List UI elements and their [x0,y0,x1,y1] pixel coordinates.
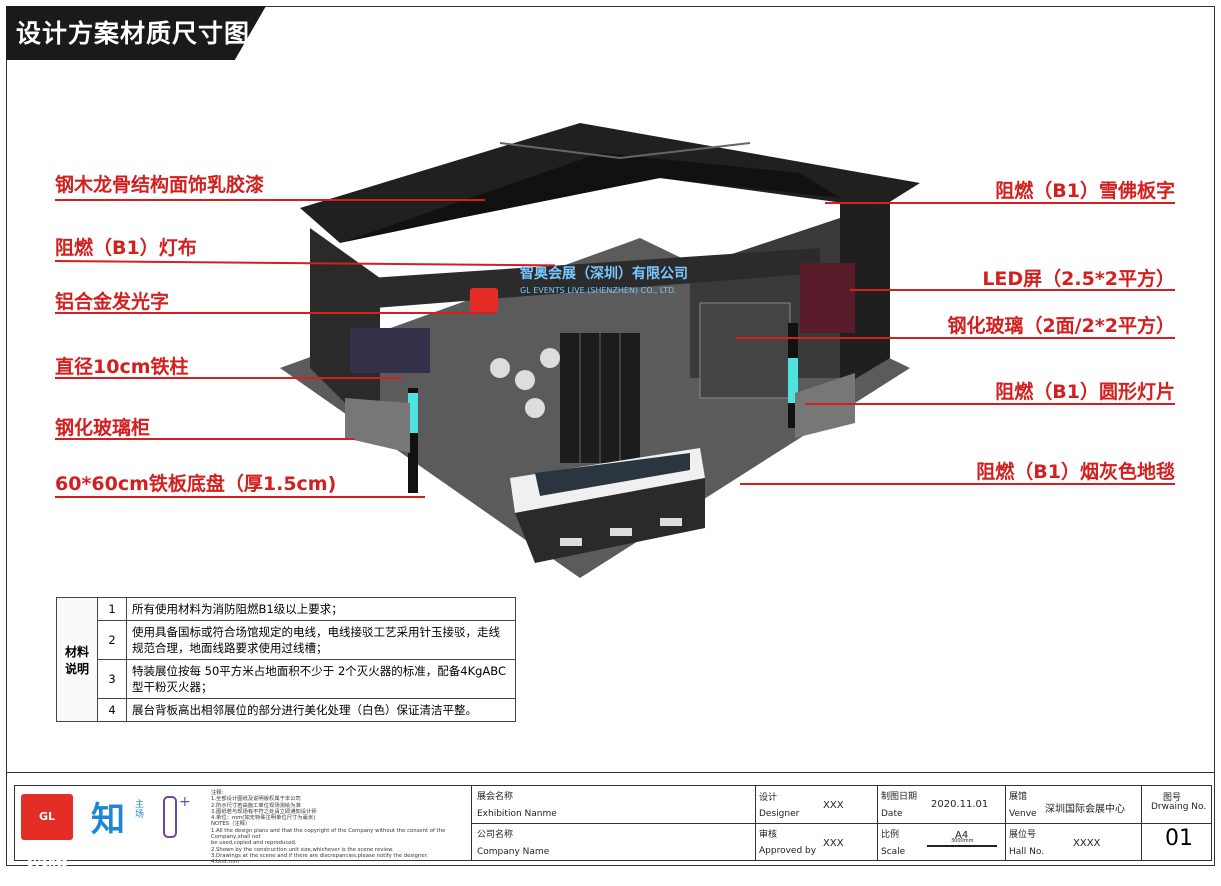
label-light-cloth: 阻燃（B1）灯布 [55,237,197,259]
designer-label: 设计 [759,793,778,803]
sign-english: GL EVENTS LIVE (SHENZHEN) CO., LTD. [520,286,677,295]
leader-line [55,377,403,379]
leader-line [740,483,1175,485]
label-round-light: 阻燃（B1）圆形灯片 [995,381,1175,403]
exhibition-name-label: 展会名称 [477,792,514,802]
zhi-logo: 知 [91,800,125,840]
drawing-frame [6,6,1215,866]
page-title: 设计方案材质尺寸图 [16,19,251,48]
company-name-label-en: Company Name [477,847,550,857]
gl-logo-sign [470,288,498,312]
coil-icon [163,796,177,838]
designer-label-en: Designer [759,809,800,819]
column-light-left [408,393,418,433]
note-number: 3 [97,659,127,699]
note-text: 展台背板高出相邻展位的部分进行美化处理（白色）保证清洁平整。 [126,698,516,722]
designer-value: XXX [823,800,844,811]
title-tab [6,6,266,60]
hall-label: 展位号 [1009,830,1037,840]
column-left [408,388,418,493]
note-number: 4 [97,698,127,722]
date-label: 制图日期 [881,792,918,802]
label-base-plate: 60*60cm铁板底盘（厚1.5cm) [55,473,337,495]
scale-value: A4 [955,830,969,841]
note-text: 使用具备国标或符合场馆规定的电线，电线接驳工艺采用针玉接驳，走线规范合理，地面线… [126,620,516,660]
scale-label: 比例 [881,830,900,840]
table-row: 材料说明 1 所有使用材料为消防阻燃B1级以上要求； [56,597,516,722]
materials-notes-table: 材料说明 1 所有使用材料为消防阻燃B1级以上要求； 2 使用具备国标或符合场馆… [56,597,516,722]
zhuchang-logo-text: 主场 [135,800,145,820]
note-number: 1 [97,597,127,621]
scale-bar-label: 3000mm [951,838,974,844]
company-name-label: 公司名称 [477,830,514,840]
approved-value: XXX [823,838,844,849]
table-row: 3 特装展位按每 50平方米占地面积不少于 2个灭火器的标准，配备4KgABC型… [57,659,516,699]
label-tempered-glass: 钢化玻璃（2面/2*2平方） [947,315,1175,337]
leader-line [735,337,1175,339]
approved-label-en: Approved by [759,846,817,856]
date-value: 2020.11.01 [931,799,989,810]
leader-line [55,438,355,440]
venue-label-en: Venve [1009,809,1037,819]
title-block: GL events 知 主场 + 注释: 1.全部设计图纸及说明版权属于本公司 … [6,772,1215,869]
leader-line [55,496,425,498]
glass-cabinet-left [345,398,410,453]
drawing-no-value: 01 [1165,826,1193,851]
label-led-screen: LED屏（2.5*2平方） [982,268,1175,290]
hall-value: XXXX [1073,838,1101,849]
note-text: 特装展位按每 50平方米占地面积不少于 2个灭火器的标准，配备4KgABC型干粉… [126,659,516,699]
drawing-no-label: 图号 [1163,793,1182,803]
table-row: 4 展台背板高出相邻展位的部分进行美化处理（白色）保证清洁平整。 [57,698,516,722]
approved-label: 审核 [759,830,778,840]
venue-value: 深圳国际会展中心 [1045,804,1125,815]
column-light-right [788,358,798,403]
hall-label-en: Hall No. [1009,847,1045,857]
label-iron-column: 直径10cm铁柱 [55,356,189,378]
copyright-notes: 注释: 1.全部设计图纸及说明版权属于本公司 2.所示尺寸若由施工单位现场测绘为… [211,790,446,866]
booth-rendering: 智奥会展（深圳）有限公司 GL EVENTS LIVE (SHENZHEN) C… [280,123,920,578]
notes-header: 材料说明 [56,597,98,722]
gl-events-logo: GL events [21,794,73,869]
glass-cabinet-right [795,373,855,438]
glass-room [699,302,791,399]
table-row: 2 使用具备国标或符合场馆规定的电线，电线接驳工艺采用针玉接驳，走线规范合理，地… [57,620,516,660]
leader-line [805,403,1175,405]
venue-label: 展馆 [1009,792,1028,802]
date-label-en: Date [881,809,903,819]
exhibition-name-label-en: Exhibition Nanme [477,809,557,819]
ceiling-inner [340,153,840,243]
led-screen-right [800,263,855,333]
leader-line [850,289,1175,291]
plus-icon: + [179,794,191,810]
label-glass-cabinet: 钢化玻璃柜 [55,417,151,439]
label-luminous-letters: 铝合金发光字 [55,291,170,313]
counter-top [535,453,690,496]
label-steel-wood-frame: 钢木龙骨结构面饰乳胶漆 [55,174,265,196]
label-carpet: 阻燃（B1）烟灰色地毯 [976,461,1175,483]
leader-line [825,202,1175,204]
leader-line [55,312,495,314]
left-wall [310,228,380,438]
scale-label-en: Scale [881,847,906,857]
scale-bar [927,845,997,847]
drawing-no-label-en: Drwaing No. [1151,802,1207,812]
leader-line [55,199,485,201]
title-block-box: GL events 知 主场 + 注释: 1.全部设计图纸及说明版权属于本公司 … [14,785,1212,869]
label-chevron-board-letters: 阻燃（B1）雪佛板字 [995,180,1175,202]
led-screen-left [350,328,430,373]
note-text: 所有使用材料为消防阻燃B1级以上要求； [126,597,516,621]
sign-chinese: 智奥会展（深圳）有限公司 [519,265,688,282]
note-number: 2 [97,620,127,660]
